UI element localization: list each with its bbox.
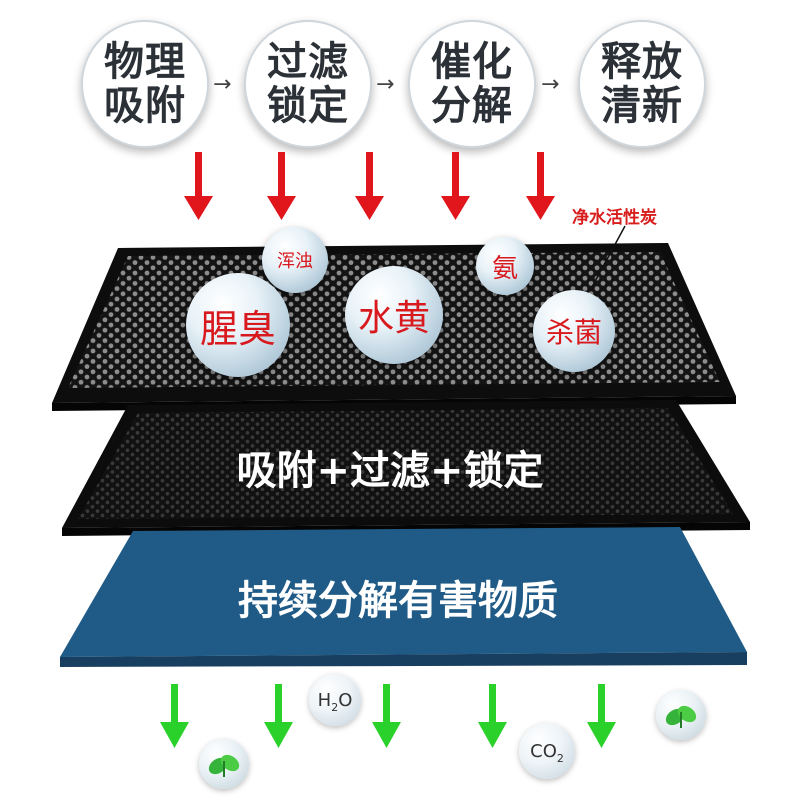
step-label: 过滤锁定 [267,39,349,129]
callout-line [591,225,626,288]
arrow-down-icon [587,684,616,748]
bottom-layer-label: 持续分解有害物质 [238,578,558,624]
arrow-right-icon: → [213,72,232,97]
middle-carbon-layer [62,400,750,536]
pollutant-bubble-yellow-water: 水黄 [345,266,443,364]
pollutant-bubble-ammonia: 氨 [476,237,534,295]
pollutant-bubble-turbid: 浑浊 [262,227,328,293]
arrow-down-icon [372,684,401,748]
green-arrow-group [160,684,616,748]
leaf-icon [199,739,249,789]
h2o-bubble: H2O [309,674,361,726]
co2-bubble: CO2 [519,723,575,779]
step-catalytic-decompose: 催化分解 [408,20,536,148]
arrow-down-icon [160,684,189,748]
arrow-down-icon [184,152,213,220]
arrow-right-icon: → [376,72,395,97]
arrow-down-icon [441,152,470,220]
pollutant-bubble-fishy-odor: 腥臭 [186,273,290,377]
arrow-down-icon [355,152,384,220]
red-arrow-group [184,152,555,220]
arrow-down-icon [526,152,555,220]
step-release-fresh: 释放清新 [578,20,706,148]
pollutant-bubble-sterilize: 杀菌 [533,290,615,372]
co2-label: CO2 [530,740,564,765]
step-physical-adsorption: 物理吸附 [81,20,209,148]
arrow-down-icon [264,684,293,748]
middle-layer-label: 吸附+过滤+锁定 [236,448,544,494]
step-filter-lock: 过滤锁定 [244,20,372,148]
arrow-down-icon [267,152,296,220]
leaf-icon [656,690,706,740]
step-label: 催化分解 [431,39,513,129]
bottom-catalyst-layer [60,527,747,667]
callout-activated-carbon: 净水活性炭 [572,208,657,228]
step-label: 物理吸附 [104,39,186,129]
step-label: 释放清新 [601,39,683,129]
h2o-label: H2O [317,689,353,714]
arrow-down-icon [478,684,507,748]
arrow-right-icon: → [541,72,560,97]
